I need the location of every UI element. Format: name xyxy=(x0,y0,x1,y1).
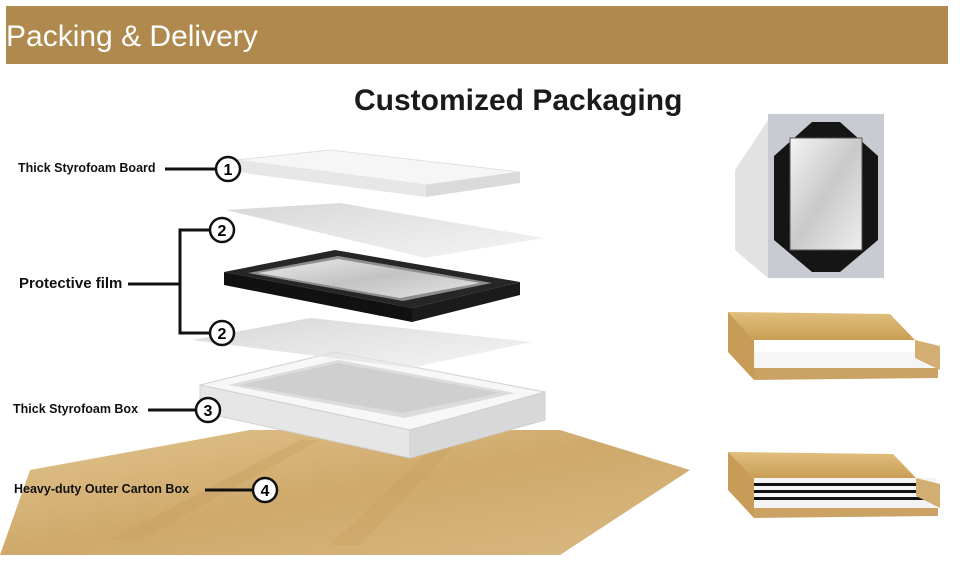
label-styrofoam-board: Thick Styrofoam Board xyxy=(18,161,156,175)
marker-2a: 2 xyxy=(208,216,236,244)
marker-4: 4 xyxy=(251,476,279,504)
label-protective-film: Protective film xyxy=(19,275,123,292)
page-title: Customized Packaging xyxy=(354,84,683,117)
styrofoam-box xyxy=(199,351,546,459)
marker-2b: 2 xyxy=(208,319,236,347)
header-bar: Packing & Delivery xyxy=(6,6,948,64)
packed-carton-box-photo xyxy=(728,452,940,518)
header-title: Packing & Delivery xyxy=(6,20,258,53)
leader-lines xyxy=(128,167,252,492)
svg-text:3: 3 xyxy=(204,403,213,420)
framed-mirror-photo xyxy=(735,114,884,278)
marker-3: 3 xyxy=(194,396,222,424)
marker-1: 1 xyxy=(214,155,242,183)
open-carton-box-photo xyxy=(728,312,940,380)
carton-sheet xyxy=(0,430,690,555)
label-styrofoam-box: Thick Styrofoam Box xyxy=(13,402,139,416)
label-outer-carton: Heavy-duty Outer Carton Box xyxy=(14,482,190,496)
black-frame xyxy=(224,250,520,322)
styrofoam-board xyxy=(235,149,521,197)
svg-text:2: 2 xyxy=(218,326,227,343)
svg-text:1: 1 xyxy=(224,162,233,179)
svg-text:4: 4 xyxy=(261,483,270,500)
protective-film-lower xyxy=(192,318,532,368)
svg-text:2: 2 xyxy=(218,223,227,240)
protective-film-upper xyxy=(226,203,544,258)
